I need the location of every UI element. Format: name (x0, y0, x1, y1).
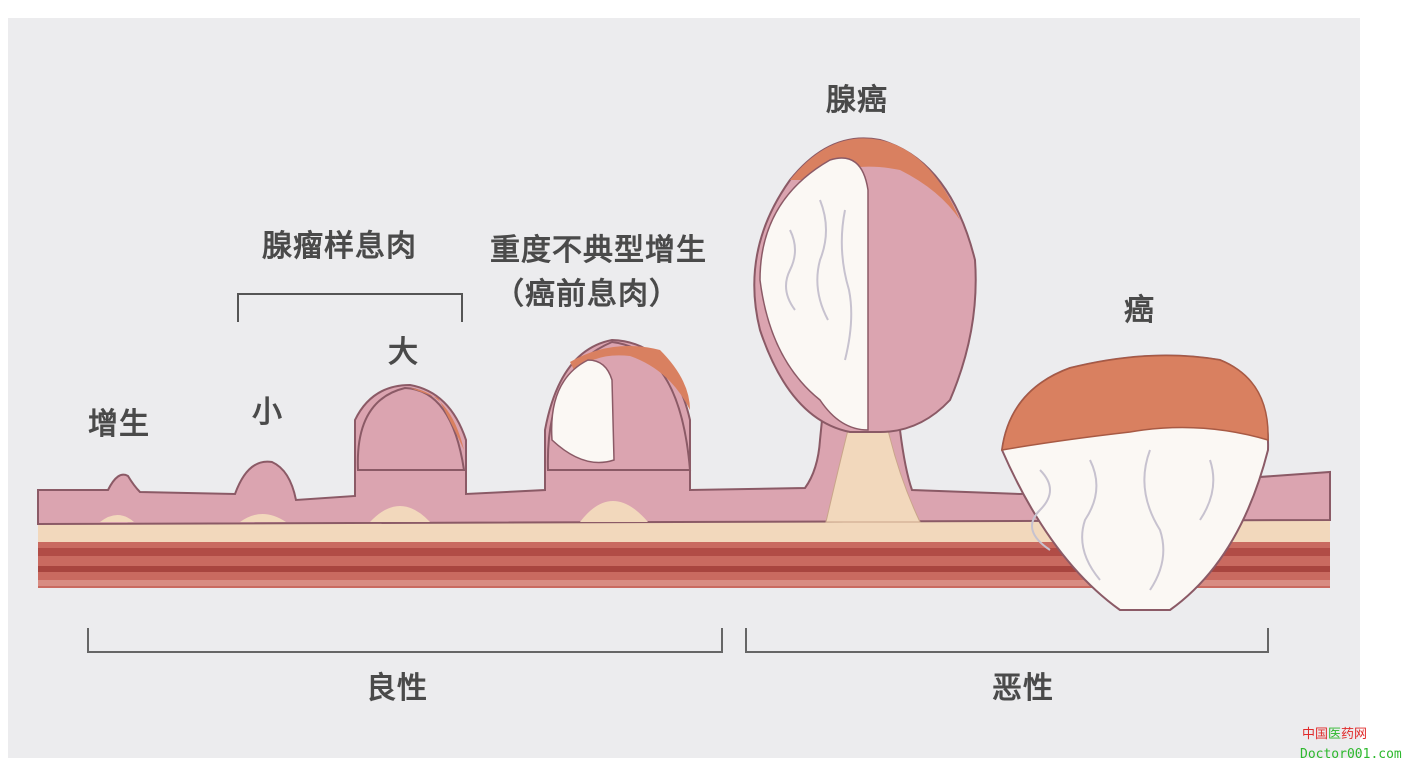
small-polyp-label: 小 (252, 395, 283, 430)
submucosa-layer (38, 520, 1330, 542)
large-polyp (356, 386, 466, 471)
adenocarcinoma-label: 腺癌 (826, 83, 888, 118)
watermark-text-b: 医 (1328, 727, 1342, 742)
adenocarcinoma-polyp (753, 137, 977, 433)
benign-label: 良性 (366, 671, 428, 706)
watermark-line2: Doctor001.com (1300, 747, 1402, 762)
malignant-label: 恶性 (992, 671, 1054, 706)
hyperplasia-label: 增生 (88, 407, 150, 442)
severe-dysplasia-label: 重度不典型增生 (490, 233, 707, 268)
cancer-mass (1000, 354, 1270, 611)
dysplasia-polyp (546, 340, 692, 471)
submucosa-cores (100, 429, 921, 523)
watermark-text-c: 药网 (1341, 727, 1368, 742)
precancerous-polyp-label: （癌前息肉） (494, 277, 680, 312)
large-polyp-label: 大 (388, 335, 419, 370)
cancer-label: 癌 (1124, 293, 1155, 328)
watermark-line1: 中国医药网 (1302, 728, 1367, 741)
benign-bracket (87, 628, 723, 653)
watermark-text-a: 中国 (1302, 727, 1329, 742)
adenomatous-polyp-bracket (237, 293, 463, 322)
malignant-bracket (745, 628, 1269, 653)
adenomatous-polyp-label: 腺瘤样息肉 (262, 229, 417, 264)
